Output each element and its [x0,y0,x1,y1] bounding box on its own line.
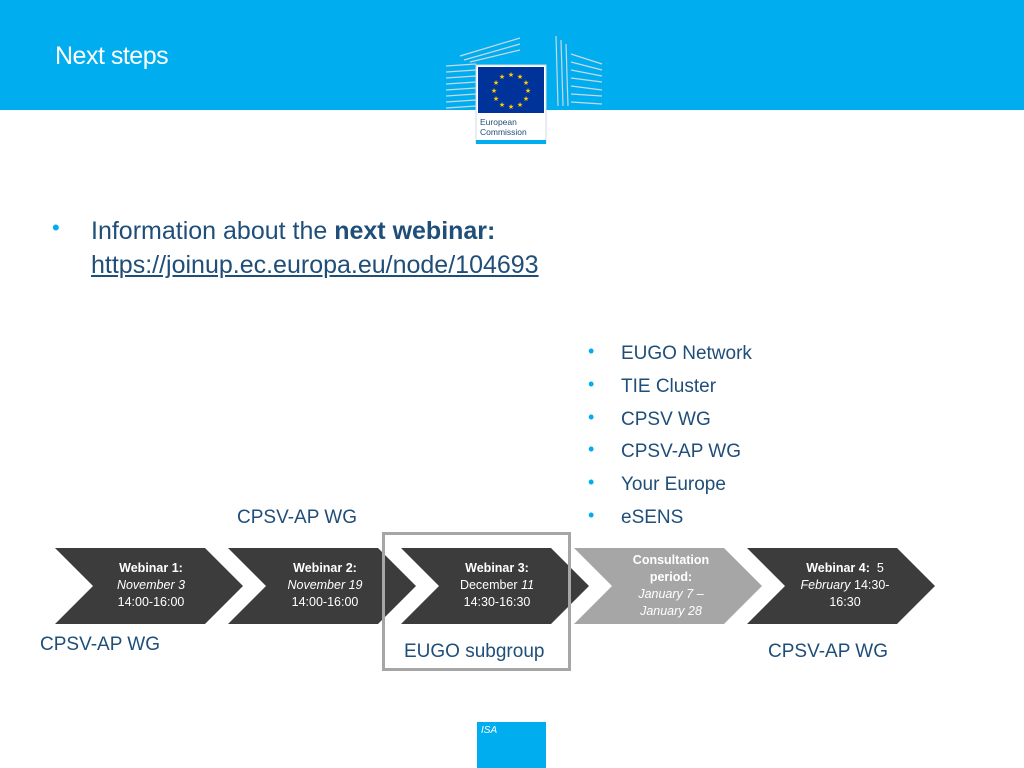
svg-text:★: ★ [525,87,531,95]
chevron-webinar-1 [55,548,243,624]
info-bullet-icon: • [52,215,60,240]
list-item: •CPSV-AP WG [588,438,752,471]
svg-text:★: ★ [499,101,505,109]
svg-text:Commission: Commission [480,127,527,137]
bullet-icon: • [588,504,595,525]
groups-list: •EUGO Network •TIE Cluster •CPSV WG •CPS… [588,340,752,537]
svg-text:★: ★ [508,71,514,79]
bullet-icon: • [588,341,595,361]
timeline [55,548,935,624]
list-item: •eSENS [588,504,752,537]
info-text: Information about the next webinar: http… [91,214,539,282]
svg-text:★: ★ [493,95,499,103]
info-bold: next webinar: [334,217,496,245]
info-prefix: Information about the [91,217,335,245]
bullet-icon: • [588,373,595,394]
label-cpsv-bottom-left: CPSV-AP WG [40,634,161,655]
bullet-icon: • [588,472,595,493]
svg-text:★: ★ [517,101,523,109]
svg-text:★: ★ [523,79,529,87]
svg-text:European: European [480,117,517,127]
isa-label: ISA [481,725,498,736]
list-item: •TIE Cluster [588,373,752,406]
svg-text:★: ★ [491,87,497,95]
chevron-webinar-2 [228,548,416,624]
chevron-webinar-4 [747,548,935,624]
label-eugo-subgroup: EUGO subgroup [404,641,545,662]
chevron-consultation [574,548,762,624]
svg-text:★: ★ [523,95,529,103]
label-cpsv-bottom-right: CPSV-AP WG [768,641,889,662]
bullet-icon: • [588,406,595,427]
list-item: •CPSV WG [588,406,752,439]
bullet-icon: • [588,439,595,460]
svg-text:★: ★ [499,73,505,81]
svg-text:★: ★ [517,73,523,81]
highlight-box [382,532,571,671]
webinar-link[interactable]: https://joinup.ec.europa.eu/node/104693 [91,251,539,279]
page-title: Next steps [55,42,169,70]
svg-text:★: ★ [493,79,499,87]
european-commission-logo: ★★★ ★★★ ★★★ ★★★ European Commission [445,35,603,144]
svg-text:★: ★ [508,103,514,111]
isa-footer-badge: ISA [477,722,546,768]
list-item: •Your Europe [588,471,752,504]
label-cpsv-top: CPSV-AP WG [237,507,358,528]
chevron-webinar-3 [401,548,589,624]
list-item: •EUGO Network [588,340,752,373]
